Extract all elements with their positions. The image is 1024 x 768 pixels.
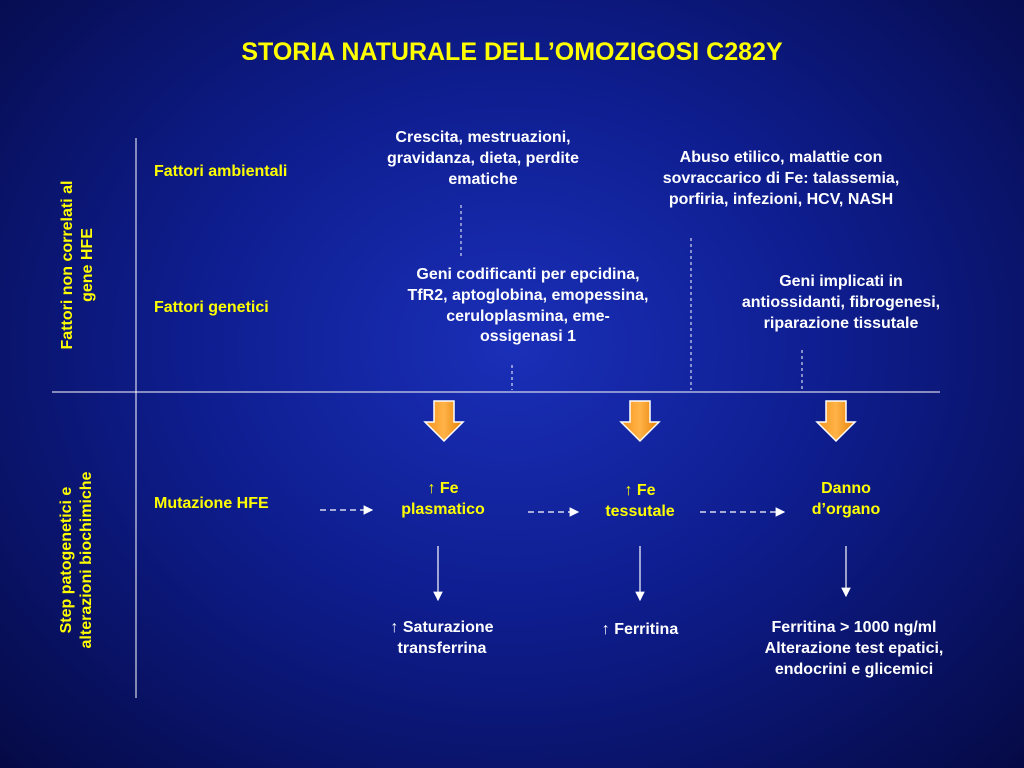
step-fe-plasmatico: ↑ Fe plasmatico <box>378 479 508 521</box>
row-label-mutation: Mutazione HFE <box>154 495 269 512</box>
orange-arrow-2 <box>619 400 661 443</box>
orange-arrow-3 <box>815 400 857 443</box>
step2-line1: ↑ Fe <box>624 482 656 499</box>
marker-saturazione: ↑ Saturazione transferrina <box>362 618 522 660</box>
step1-line1: ↑ Fe <box>427 480 459 497</box>
factor-environmental-1: Crescita, mestruazioni, gravidanza, diet… <box>352 128 614 190</box>
marker-ferritina: ↑ Ferritina <box>575 620 705 641</box>
factor-gen1-line2: TfR2, aptoglobina, emopessina, <box>407 286 649 304</box>
step3-line1: Danno <box>821 480 871 497</box>
factor-gen2-line2: antiossidanti, fibrogenesi, <box>741 293 941 311</box>
factor-gen1-line3: ceruloplasmina, eme- <box>446 307 610 325</box>
factor-genetic-1: Geni codificanti per epcidina, TfR2, apt… <box>368 265 688 348</box>
factor-env2-line3: porfiria, infezioni, HCV, NASH <box>668 190 894 208</box>
step1-line2: plasmatico <box>401 500 485 518</box>
factor-env1-line2: gravidanza, dieta, perdite <box>386 149 580 167</box>
step2-line2: tessutale <box>605 502 675 520</box>
marker-ferritina-alterazioni: Ferritina > 1000 ng/ml Alterazione test … <box>724 618 984 680</box>
marker1-line2: transferrina <box>397 639 487 657</box>
marker1-line1: ↑ Saturazione <box>390 619 494 636</box>
factor-gen1-line4: ossigenasi 1 <box>479 328 577 346</box>
factor-gen2-line1: Geni implicati in <box>779 273 903 290</box>
factor-environmental-2: Abuso etilico, malattie con sovraccarico… <box>622 148 940 210</box>
orange-arrow-1 <box>423 400 465 443</box>
step-fe-tessutale: ↑ Fe tessutale <box>580 481 700 523</box>
page-title: STORIA NATURALE DELL’OMOZIGOSI C282Y <box>241 38 783 66</box>
factor-gen1-line1: Geni codificanti per epcidina, <box>416 266 640 283</box>
factor-env1-line3: ematiche <box>448 170 518 188</box>
step3-line2: d’organo <box>811 500 881 518</box>
marker3-line2: Alterazione test epatici, <box>764 639 944 657</box>
marker3-line3: endocrini e glicemici <box>774 660 934 678</box>
step-danno-organo: Danno d’organo <box>786 479 906 521</box>
marker3-line1: Ferritina > 1000 ng/ml <box>771 619 937 636</box>
factor-gen2-line3: riparazione tissutale <box>763 314 919 332</box>
marker2-line1: ↑ Ferritina <box>601 621 679 638</box>
row-label-genetic: Fattori genetici <box>154 299 269 316</box>
factor-env1-line1: Crescita, mestruazioni, <box>395 129 571 146</box>
factor-genetic-2: Geni implicati in antiossidanti, fibroge… <box>706 272 976 334</box>
row-label-environmental: Fattori ambientali <box>154 163 288 180</box>
factor-env2-line2: sovraccarico di Fe: talassemia, <box>662 169 900 187</box>
factor-env2-line1: Abuso etilico, malattie con <box>679 149 883 166</box>
